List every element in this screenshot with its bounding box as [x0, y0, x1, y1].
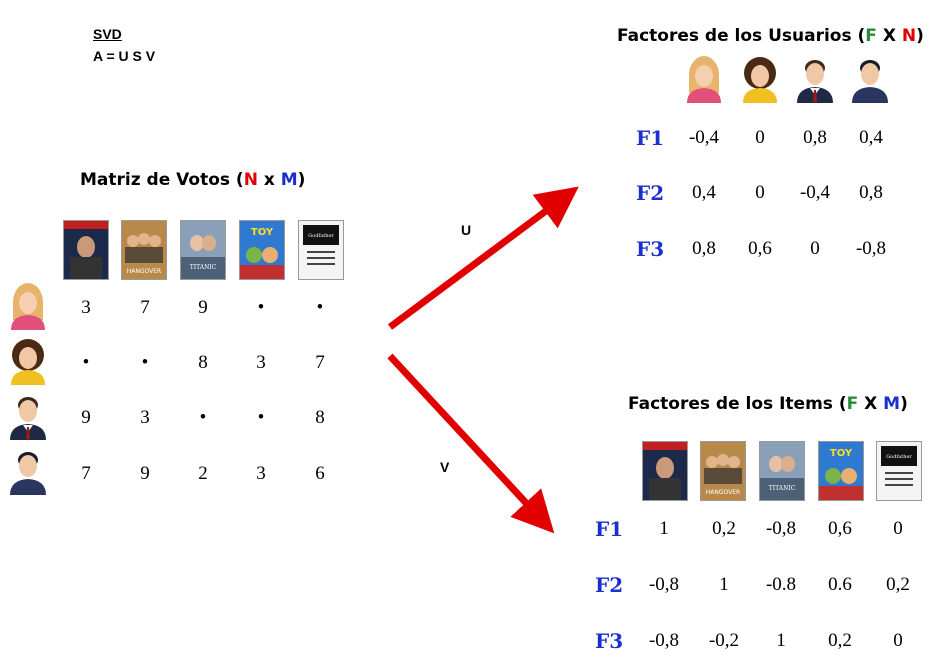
svd-title: SVD	[93, 26, 122, 42]
items-factor-cell: 1	[719, 574, 729, 595]
terminator-poster-icon	[642, 441, 688, 501]
users-factor-cell: 0,4	[859, 127, 883, 148]
users-factor-cell: 0,4	[692, 182, 716, 203]
users-factor-cell: -0,4	[799, 182, 831, 203]
hangover-poster-icon: HANGOVER	[121, 220, 167, 280]
items-factor-cell: -0,8	[648, 630, 680, 651]
items-factor-cell: 0,2	[828, 630, 852, 651]
vote-cell: •	[141, 352, 149, 373]
vote-cell: 3	[256, 352, 266, 373]
terminator-poster-icon	[63, 220, 109, 280]
users-factor-label-f1: F1	[636, 126, 665, 150]
svd-equation: A = U S V	[93, 48, 156, 64]
vote-cell: 3	[140, 407, 150, 428]
items-factor-cell: 0,2	[712, 518, 736, 539]
vote-cell: •	[199, 407, 207, 428]
vote-cell: 9	[140, 463, 150, 484]
titanic-poster-icon: TITANIC	[759, 441, 805, 501]
svg-text:HANGOVER: HANGOVER	[706, 489, 740, 496]
vote-cell: 6	[315, 463, 325, 484]
titanic-poster-icon: TITANIC	[180, 220, 226, 280]
items-factor-cell: 0,6	[828, 518, 852, 539]
godfather-poster-icon: Godfather	[298, 220, 344, 280]
svg-text:TITANIC: TITANIC	[769, 485, 796, 492]
vote-cell: •	[316, 297, 324, 318]
svg-text:TITANIC: TITANIC	[190, 264, 217, 271]
users-factor-label-f3: F3	[636, 237, 665, 261]
items-factor-cell: 0	[893, 630, 903, 651]
vote-cell: 8	[315, 407, 325, 428]
vote-cell: 3	[256, 463, 266, 484]
u-arrow	[387, 186, 579, 330]
users-factor-cell: 0	[755, 127, 765, 148]
vote-cell: 7	[140, 297, 150, 318]
users-factor-label-f2: F2	[636, 181, 665, 205]
items-factor-label-f1: F1	[595, 517, 624, 541]
users-factor-cell: 0,8	[692, 238, 716, 259]
vote-cell: 2	[198, 463, 208, 484]
toy-story-poster-icon: TOY	[818, 441, 864, 501]
toy-story-poster-icon: TOY	[239, 220, 285, 280]
items-factor-cell: -0,8	[648, 574, 680, 595]
items-factor-cell: 0	[893, 518, 903, 539]
vote-cell: •	[257, 297, 265, 318]
users-factor-cell: 0	[755, 182, 765, 203]
items-factor-cell: 0,2	[886, 574, 910, 595]
users-factors-title: Factores de los Usuarios (F X N)	[617, 26, 924, 46]
items-factor-label-f3: F3	[595, 629, 624, 653]
godfather-poster-icon: Godfather	[876, 441, 922, 501]
vote-cell: 3	[81, 297, 91, 318]
v-arrow	[387, 353, 555, 534]
users-factor-cell: 0	[810, 238, 820, 259]
svg-text:Godfather: Godfather	[308, 233, 334, 239]
vote-cell: 7	[315, 352, 325, 373]
items-factor-cell: -0,8	[765, 518, 797, 539]
items-factor-cell: 1	[659, 518, 669, 539]
vote-cell: •	[257, 407, 265, 428]
items-factor-cell: 0.6	[828, 574, 852, 595]
items-factor-cell: -0.8	[765, 574, 797, 595]
svg-text:Godfather: Godfather	[886, 454, 912, 460]
svg-text:HANGOVER: HANGOVER	[127, 268, 161, 275]
votes-matrix-title: Matriz de Votos (N x M)	[80, 170, 306, 190]
users-factor-cell: 0,6	[748, 238, 772, 259]
svg-text:TOY: TOY	[251, 227, 274, 238]
users-factor-cell: -0,4	[688, 127, 720, 148]
users-factor-cell: 0,8	[859, 182, 883, 203]
vote-cell: 9	[198, 297, 208, 318]
vote-cell: 7	[81, 463, 91, 484]
items-factor-cell: -0,2	[708, 630, 740, 651]
u-arrow-label: U	[461, 222, 472, 238]
hangover-poster-icon: HANGOVER	[700, 441, 746, 501]
vote-cell: 8	[198, 352, 208, 373]
items-factor-label-f2: F2	[595, 573, 624, 597]
v-arrow-label: V	[440, 459, 450, 475]
items-factors-title: Factores de los Items (F X M)	[628, 394, 908, 414]
users-factor-cell: 0,8	[803, 127, 827, 148]
items-factor-cell: 1	[776, 630, 786, 651]
users-factor-cell: -0,8	[855, 238, 887, 259]
vote-cell: 9	[81, 407, 91, 428]
svg-text:TOY: TOY	[830, 448, 853, 459]
vote-cell: •	[82, 352, 90, 373]
